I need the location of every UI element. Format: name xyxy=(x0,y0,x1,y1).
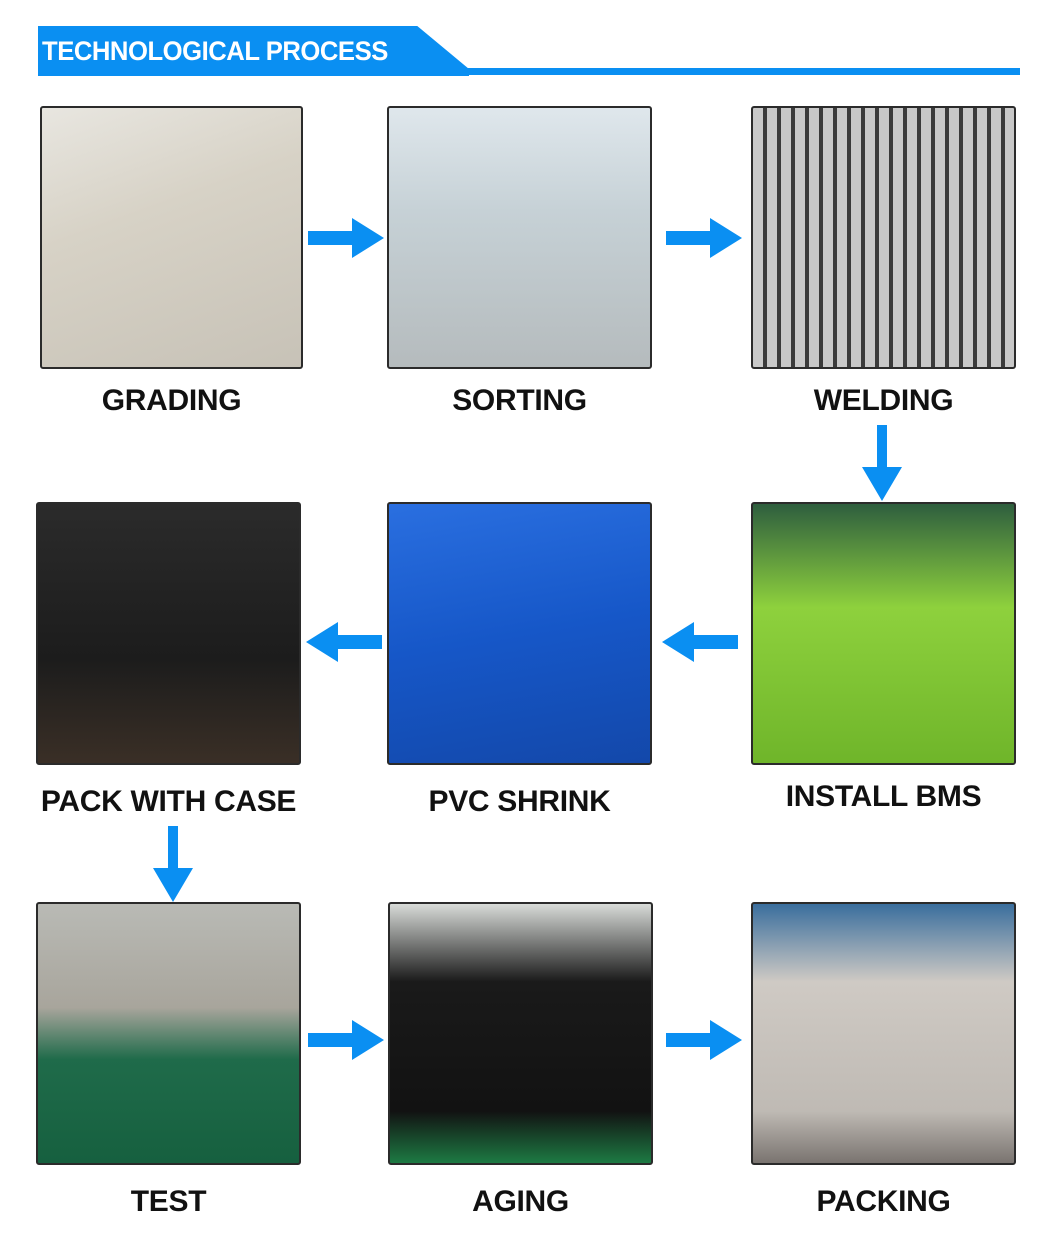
page-title: TECHNOLOGICAL PROCESS xyxy=(42,36,388,66)
header-underline xyxy=(38,68,1020,75)
photo-pack-with-case xyxy=(36,502,301,765)
step-label-grading: GRADING xyxy=(101,384,242,417)
arrow-right-icon xyxy=(666,1020,742,1060)
step-label-packing: PACKING xyxy=(816,1185,951,1218)
arrow-left-icon xyxy=(662,622,738,662)
photo-welding xyxy=(751,106,1016,369)
step-label-pvc-shrink: PVC SHRINK xyxy=(428,785,611,818)
arrow-right-icon xyxy=(308,218,384,258)
arrow-right-icon xyxy=(308,1020,384,1060)
step-label-test: TEST xyxy=(130,1185,207,1218)
arrow-down-icon xyxy=(862,425,902,501)
photo-pvc-shrink xyxy=(387,502,652,765)
photo-packing xyxy=(751,902,1016,1165)
step-label-pack-with-case: PACK WITH CASE xyxy=(40,785,297,818)
photo-install-bms xyxy=(751,502,1016,765)
photo-test xyxy=(36,902,301,1165)
arrow-down-icon xyxy=(153,826,193,902)
header-banner xyxy=(38,26,469,76)
photo-sorting xyxy=(387,106,652,369)
photo-aging xyxy=(388,902,653,1165)
photo-grading xyxy=(40,106,303,369)
step-label-install-bms: INSTALL BMS xyxy=(785,780,982,813)
arrow-right-icon xyxy=(666,218,742,258)
step-label-welding: WELDING xyxy=(813,384,954,417)
step-label-aging: AGING xyxy=(472,1185,569,1218)
arrow-left-icon xyxy=(306,622,382,662)
step-label-sorting: SORTING xyxy=(452,384,587,417)
